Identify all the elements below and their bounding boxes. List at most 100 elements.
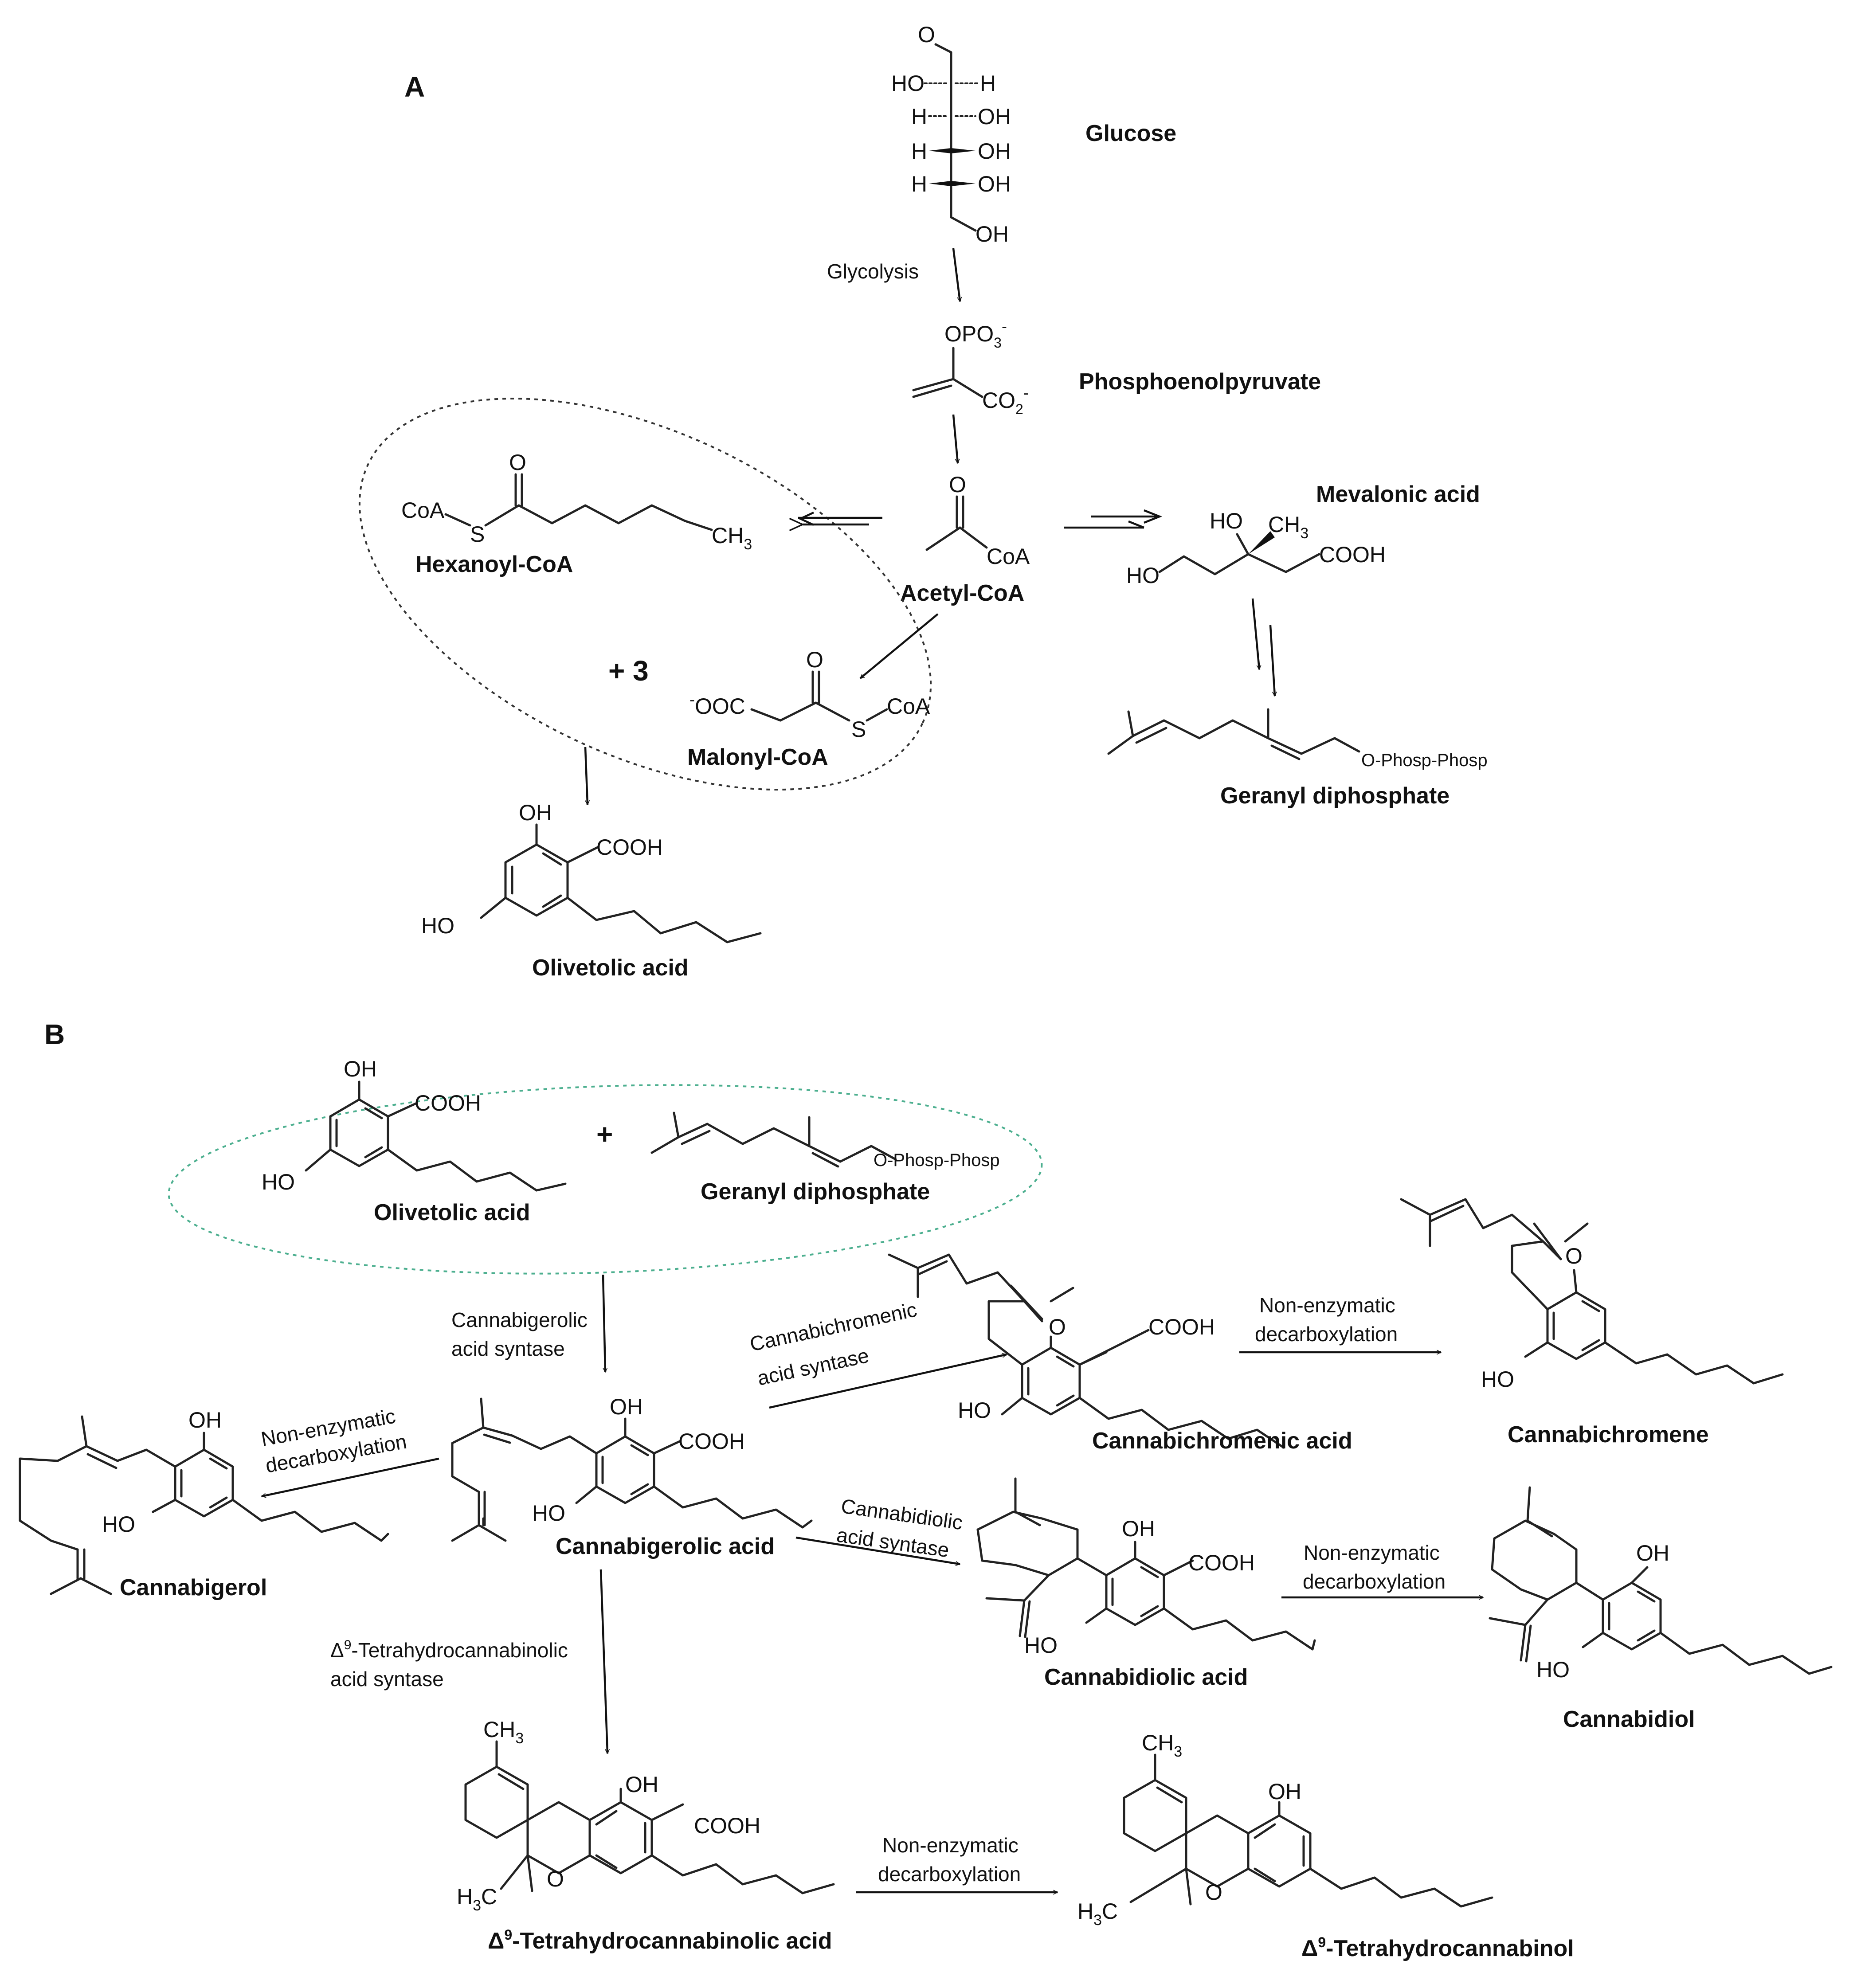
svg-text:H: H bbox=[980, 71, 996, 96]
plus-sign: + bbox=[596, 1118, 613, 1150]
olivetolic-acid-structure-a: OH COOH HO bbox=[421, 800, 762, 943]
label-phosphoenolpyruvate: Phosphoenolpyruvate bbox=[1079, 369, 1321, 395]
label-cbd-decarb-1: Non-enzymatic bbox=[1304, 1541, 1440, 1564]
thca-structure: CH3 O OH COOH H3C bbox=[457, 1717, 835, 1914]
arrow-mevalonic-to-gpp-2 bbox=[1269, 625, 1275, 696]
label-cbc-decarb-1: Non-enzymatic bbox=[1259, 1294, 1395, 1317]
svg-text:O-Phosp-Phosp: O-Phosp-Phosp bbox=[874, 1151, 1000, 1170]
label-glycolysis: Glycolysis bbox=[827, 260, 919, 283]
label-hexanoyl-coa: Hexanoyl-CoA bbox=[415, 552, 573, 577]
svg-text:COOH: COOH bbox=[678, 1429, 745, 1454]
svg-text:O: O bbox=[806, 647, 823, 672]
cbd-structure: OH HO bbox=[1489, 1486, 1833, 1682]
label-cbd-decarb-2: decarboxylation bbox=[1303, 1570, 1446, 1593]
label-malonyl-coa: Malonyl-CoA bbox=[687, 744, 828, 770]
svg-text:CoA: CoA bbox=[887, 694, 930, 719]
label-thc-decarb-2: decarboxylation bbox=[878, 1863, 1021, 1886]
thc-structure: CH3 O OH H3C bbox=[1077, 1730, 1493, 1929]
svg-text:CoA: CoA bbox=[401, 498, 445, 523]
svg-text:O: O bbox=[1205, 1880, 1222, 1905]
label-olivetolic-acid: Olivetolic acid bbox=[532, 955, 689, 981]
label-cannabidiolic-acid: Cannabidiolic acid bbox=[1044, 1664, 1248, 1690]
svg-text:COOH: COOH bbox=[596, 835, 663, 860]
label-mevalonic-acid: Mevalonic acid bbox=[1316, 481, 1480, 507]
svg-text:OH: OH bbox=[188, 1408, 222, 1432]
arrow-cbga-to-cbca bbox=[769, 1354, 1007, 1409]
glucose-structure: O HO H H OH H OH H OH OH bbox=[891, 22, 1011, 247]
svg-text:OH: OH bbox=[1122, 1516, 1155, 1541]
arrows-acetyl-to-hexanoyl bbox=[798, 511, 882, 526]
svg-text:OH: OH bbox=[975, 222, 1009, 247]
label-olivetolic-acid-b: Olivetolic acid bbox=[374, 1200, 530, 1225]
svg-text:O: O bbox=[949, 472, 966, 497]
svg-text:HO: HO bbox=[262, 1170, 295, 1194]
svg-text:HO: HO bbox=[1024, 1633, 1058, 1658]
label-cannabigerol: Cannabigerol bbox=[120, 1575, 267, 1601]
svg-text:HO: HO bbox=[532, 1501, 565, 1526]
svg-text:COOH: COOH bbox=[1148, 1315, 1215, 1339]
svg-text:O: O bbox=[1049, 1315, 1066, 1339]
gpp-structure-a: O-Phosp-Phosp bbox=[1107, 708, 1488, 770]
label-cannabidiol: Cannabidiol bbox=[1563, 1706, 1695, 1732]
label-cannabichromenic-acid: Cannabichromenic acid bbox=[1092, 1428, 1352, 1454]
svg-text:CH3: CH3 bbox=[1268, 512, 1308, 542]
svg-text:OH: OH bbox=[1636, 1541, 1669, 1565]
cbca-structure: O COOH HO bbox=[888, 1253, 1285, 1449]
arrow-to-cbga bbox=[602, 1274, 605, 1372]
cbda-structure: OH COOH HO bbox=[976, 1477, 1316, 1658]
svg-text:OH: OH bbox=[344, 1057, 377, 1081]
svg-text:COOH: COOH bbox=[694, 1813, 760, 1838]
acetyl-coa-structure: O CoA bbox=[925, 472, 1030, 569]
svg-text:HO: HO bbox=[421, 913, 454, 938]
label-cbga-synthase-2: acid syntase bbox=[451, 1337, 565, 1360]
svg-text:CH3: CH3 bbox=[712, 523, 752, 553]
label-thc-decarb-1: Non-enzymatic bbox=[882, 1834, 1019, 1857]
svg-text:S: S bbox=[470, 522, 485, 547]
arrow-cbga-to-cbg bbox=[262, 1457, 439, 1496]
svg-text:COOH: COOH bbox=[1319, 542, 1386, 567]
svg-text:HO: HO bbox=[1210, 509, 1243, 533]
svg-text:CO2-: CO2- bbox=[982, 384, 1029, 417]
svg-text:OH: OH bbox=[978, 172, 1011, 196]
malonyl-coa-structure: O -OOC S CoA bbox=[689, 647, 930, 742]
label-acetyl-coa: Acetyl-CoA bbox=[900, 580, 1024, 606]
label-thca: Δ9-Tetrahydrocannabinolic acid bbox=[488, 1927, 832, 1954]
label-glucose: Glucose bbox=[1085, 121, 1176, 146]
ellipse-cbga-precursors bbox=[168, 1084, 1043, 1275]
svg-text:OH: OH bbox=[1268, 1779, 1301, 1804]
svg-text:HO: HO bbox=[891, 71, 925, 96]
label-cbca-synthase-1: Cannabichromenic bbox=[748, 1298, 919, 1356]
gpp-structure-b: O-Phosp-Phosp bbox=[650, 1111, 1000, 1170]
label-cbc-decarb-2: decarboxylation bbox=[1255, 1323, 1398, 1346]
pep-structure: OPO3- CO2- bbox=[912, 317, 1029, 417]
svg-text:O: O bbox=[547, 1867, 564, 1891]
olivetolic-acid-structure-b: OH COOH HO bbox=[262, 1057, 567, 1194]
svg-text:O: O bbox=[509, 450, 526, 475]
arrows-acetyl-to-mevalonic bbox=[1064, 509, 1163, 529]
svg-text:OH: OH bbox=[610, 1394, 643, 1419]
label-cannabigerolic-acid: Cannabigerolic acid bbox=[556, 1534, 775, 1559]
mevalonic-acid-structure: HO HO CH3 COOH bbox=[1126, 509, 1386, 588]
label-geranyl-diphosphate-b: Geranyl diphosphate bbox=[701, 1179, 930, 1205]
arrow-to-olivetolic-acid bbox=[584, 747, 588, 805]
svg-text:OH: OH bbox=[519, 800, 552, 825]
svg-text:COOH: COOH bbox=[415, 1091, 481, 1115]
label-cbga-synthase-1: Cannabigerolic bbox=[451, 1308, 588, 1331]
svg-text:HO: HO bbox=[958, 1398, 991, 1423]
arrow-cbga-to-thca bbox=[599, 1569, 607, 1753]
svg-text:CH3: CH3 bbox=[483, 1717, 524, 1747]
panel-label-b: B bbox=[44, 1018, 65, 1050]
svg-text:OH: OH bbox=[978, 104, 1011, 129]
svg-text:O: O bbox=[918, 22, 935, 47]
arrow-glycolysis bbox=[952, 248, 960, 301]
label-cannabichromene: Cannabichromene bbox=[1508, 1422, 1709, 1448]
svg-text:CoA: CoA bbox=[987, 544, 1030, 569]
label-thca-synthase-2: acid syntase bbox=[330, 1667, 444, 1691]
cbg-structure: OH HO bbox=[19, 1408, 389, 1595]
multiplier-three: + 3 bbox=[608, 655, 649, 687]
svg-text:O: O bbox=[1565, 1244, 1583, 1268]
svg-text:O-Phosp-Phosp: O-Phosp-Phosp bbox=[1361, 751, 1488, 770]
cbc-structure: O HO bbox=[1400, 1198, 1784, 1392]
svg-text:H: H bbox=[911, 139, 927, 164]
